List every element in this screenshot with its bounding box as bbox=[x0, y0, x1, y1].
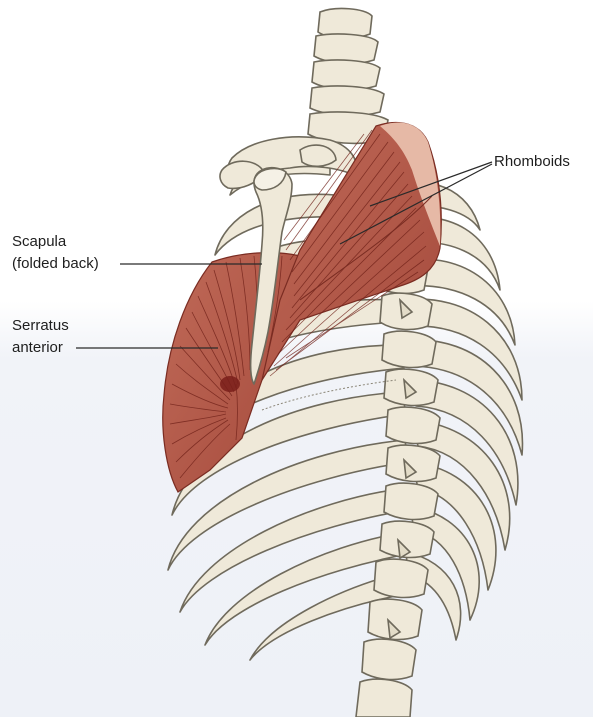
vertebra-c4 bbox=[310, 86, 384, 115]
scapula-label-line2: (folded back) bbox=[12, 254, 99, 273]
serratus-label-line2: anterior bbox=[12, 338, 63, 357]
vertebra-c3 bbox=[312, 60, 380, 89]
vertebra-t9 bbox=[374, 559, 428, 597]
vertebra-t5 bbox=[386, 407, 440, 443]
vertebra-t6 bbox=[386, 445, 440, 481]
muscle-insertion bbox=[220, 376, 240, 392]
vertebra-t7 bbox=[384, 483, 438, 519]
serratus-label-line1: Serratus bbox=[12, 316, 69, 335]
vertebra-c2 bbox=[314, 34, 378, 63]
scapula-label-line1: Scapula bbox=[12, 232, 66, 251]
rhomboids-label: Rhomboids bbox=[494, 152, 570, 171]
vertebra-t12 bbox=[356, 679, 412, 717]
vertebra-t11 bbox=[362, 639, 416, 679]
vertebra-t3 bbox=[382, 331, 436, 367]
